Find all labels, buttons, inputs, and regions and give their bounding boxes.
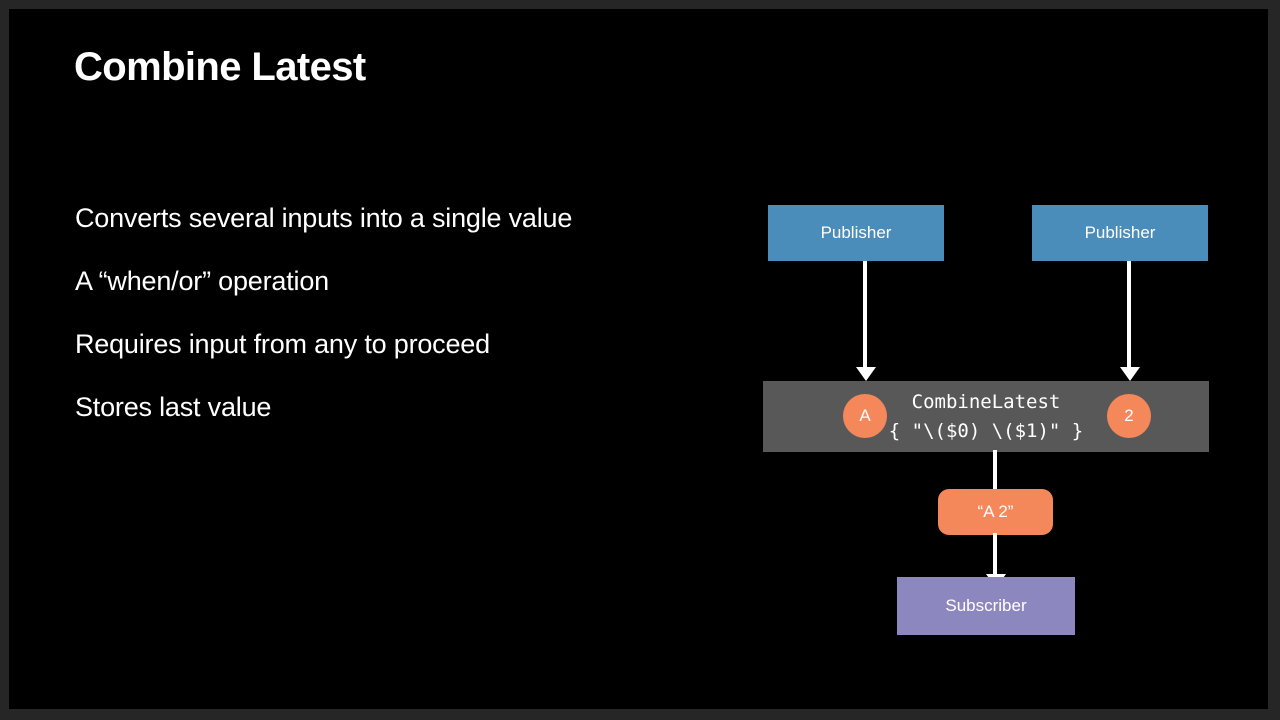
operator-closure: { "\($0) \($1)" } [888, 419, 1084, 442]
combine-latest-diagram: Publisher Publisher CombineLatest { "\($… [9, 9, 1268, 709]
input-token-left: A [843, 394, 887, 438]
operator-node-combinelatest: CombineLatest { "\($0) \($1)" } A 2 [763, 381, 1209, 452]
output-value-label: “A 2” [977, 502, 1014, 521]
publisher-node-right: Publisher [1032, 205, 1208, 261]
connector-line-publisher-right [1127, 261, 1131, 369]
publisher-left-label: Publisher [820, 223, 892, 242]
list-item: A “when/or” operation [75, 266, 329, 296]
list-item: Converts several inputs into a single va… [75, 203, 573, 233]
slide-canvas: Combine Latest Converts several inputs i… [9, 9, 1268, 709]
input-token-left-label: A [859, 406, 871, 425]
input-token-right-label: 2 [1124, 406, 1134, 425]
arrowhead-icon-publisher-left [856, 367, 876, 381]
arrowhead-icon-publisher-right [1120, 367, 1140, 381]
page-title: Combine Latest [74, 45, 366, 89]
list-item: Requires input from any to proceed [75, 329, 490, 359]
connector-line-publisher-left [863, 261, 867, 369]
connector-line-operator-to-value [993, 450, 997, 492]
input-token-right: 2 [1107, 394, 1151, 438]
operator-code-text: CombineLatest { "\($0) \($1)" } [763, 381, 1209, 452]
bullet-list: Converts several inputs into a single va… [75, 205, 695, 457]
connector-line-value-to-subscriber [993, 533, 997, 579]
operator-name: CombineLatest [911, 390, 1061, 413]
publisher-right-label: Publisher [1084, 223, 1156, 242]
subscriber-node: Subscriber [897, 577, 1075, 635]
list-item: Stores last value [75, 392, 272, 422]
publisher-node-left: Publisher [768, 205, 944, 261]
output-value-pill: “A 2” [938, 489, 1053, 535]
subscriber-label: Subscriber [945, 596, 1027, 615]
